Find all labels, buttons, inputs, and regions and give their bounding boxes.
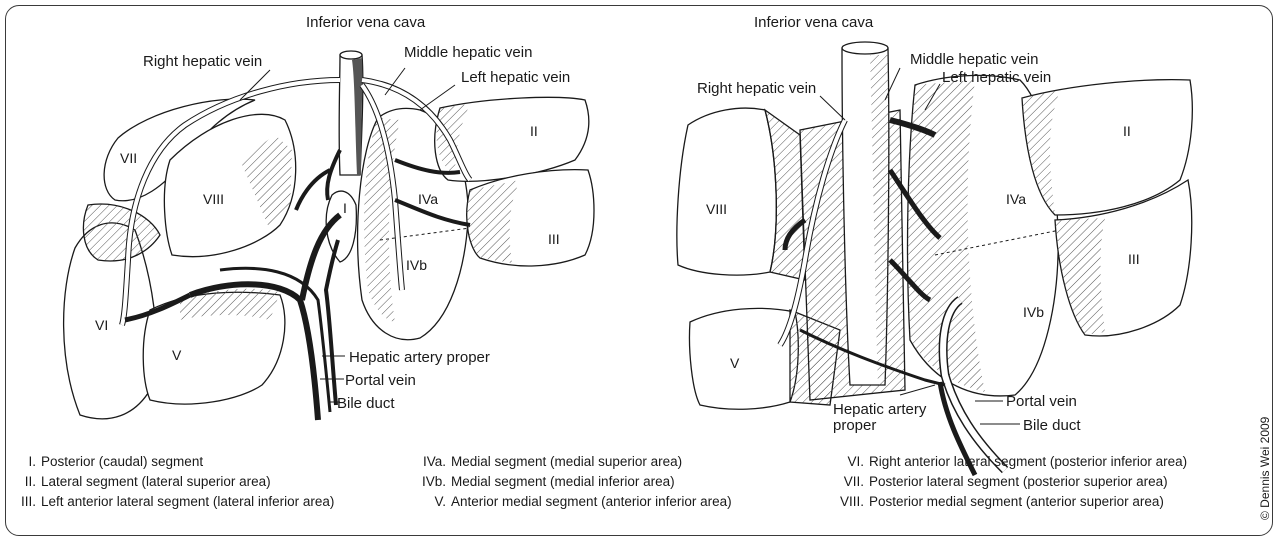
legend-column-2: IVa.Medial segment (medial superior area… [416,452,732,512]
right-bd-label: Bile duct [1023,417,1081,434]
legend-item: IVa.Medial segment (medial superior area… [416,452,732,472]
right-seg-iii: III [1128,251,1140,267]
left-lhv-label: Left hepatic vein [461,69,570,86]
left-mhv-label: Middle hepatic vein [404,44,532,61]
right-seg-ii: II [1123,123,1131,139]
legend-item: I.Posterior (caudal) segment [14,452,334,472]
left-seg-vi: VI [95,317,108,333]
right-hap-label-1: Hepatic artery [833,401,927,418]
legend-column-3: VI.Right anterior lateral segment (poste… [830,452,1187,512]
left-pv-label: Portal vein [345,372,416,389]
left-right-lobe-back [83,204,160,261]
left-seg-iva: IVa [418,191,438,207]
legend-item: VIII.Posterior medial segment (anterior … [830,492,1187,512]
left-seg-vii: VII [120,150,137,166]
right-pv-label: Portal vein [1006,393,1077,410]
left-seg-viii: VIII [203,191,224,207]
right-lhv-label: Left hepatic vein [942,69,1051,86]
right-segment-viii-shape [677,108,776,275]
left-bd-label: Bile duct [337,395,395,412]
right-rhv-label: Right hepatic vein [697,80,816,97]
left-liver-drawing [64,51,594,420]
legend-item: VI.Right anterior lateral segment (poste… [830,452,1187,472]
left-ivc-label: Inferior vena cava [306,14,426,31]
right-liver-drawing [677,42,1192,475]
legend-item: III.Left anterior lateral segment (later… [14,492,334,512]
legend-item: IVb.Medial segment (medial inferior area… [416,472,732,492]
legend-column-1: I.Posterior (caudal) segment II.Lateral … [14,452,334,512]
right-mhv-label: Middle hepatic vein [910,51,1038,68]
right-seg-ivb: IVb [1023,304,1044,320]
legend-item: V.Anterior medial segment (anterior infe… [416,492,732,512]
left-seg-ivb: IVb [406,257,427,273]
right-ivc-label: Inferior vena cava [754,14,874,31]
copyright-notice: © Dennis Wei 2009 [1258,417,1272,520]
left-seg-v: V [172,347,182,363]
left-seg-i: I [343,200,347,216]
right-seg-iva: IVa [1006,191,1026,207]
legend-item: VII.Posterior lateral segment (posterior… [830,472,1187,492]
left-seg-ii: II [530,123,538,139]
right-segment-v-shape [689,308,798,409]
right-seg-viii: VIII [706,201,727,217]
left-rhv-label: Right hepatic vein [143,53,262,70]
right-seg-v: V [730,355,740,371]
left-seg-iii: III [548,231,560,247]
left-hap-label: Hepatic artery proper [349,349,490,366]
legend-item: II.Lateral segment (lateral superior are… [14,472,334,492]
right-hap-label-2: proper [833,417,876,434]
